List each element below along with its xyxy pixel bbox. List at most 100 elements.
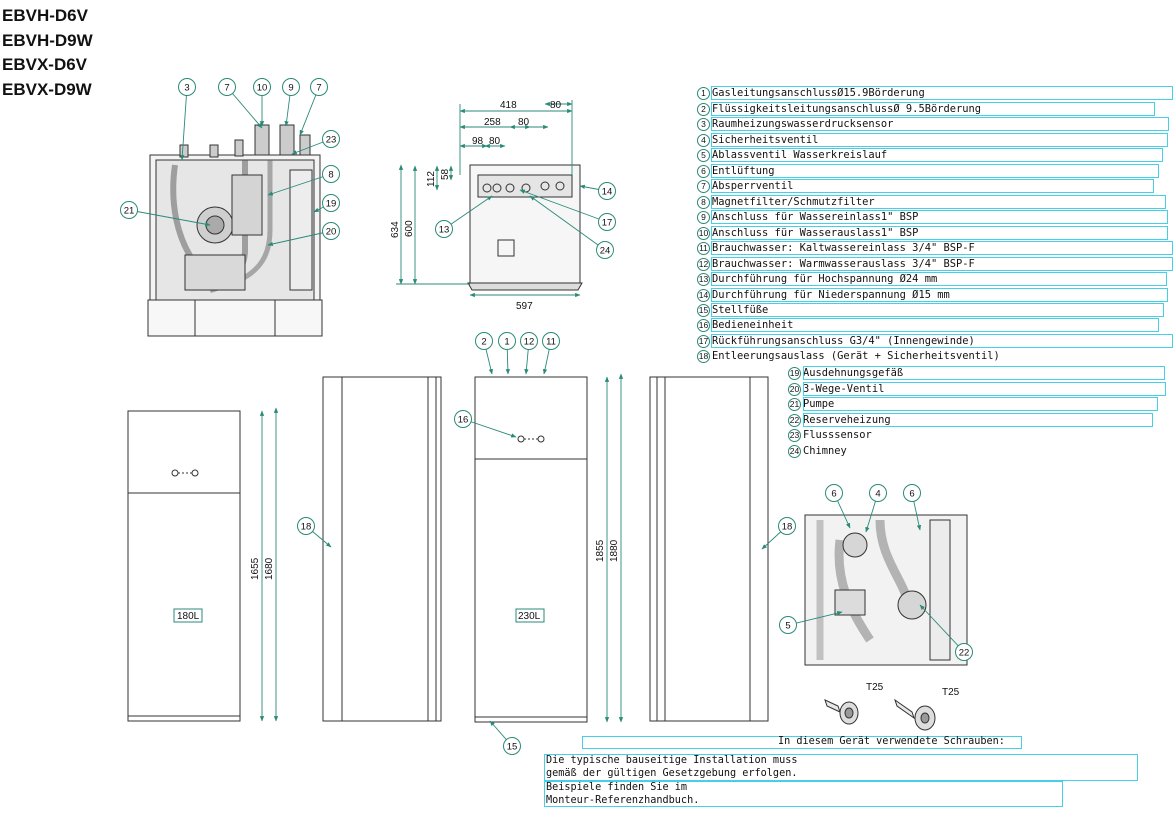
screw-label: T25 <box>866 682 884 693</box>
legend-text: Ausdehnungsgefäß <box>803 367 904 379</box>
callout-circle <box>903 484 921 502</box>
callout-circle <box>218 78 236 96</box>
reference-note: Beispiele finden Sie im Monteur-Referenz… <box>546 782 699 807</box>
callout-leader <box>267 230 332 247</box>
legend-number: 4 <box>697 133 710 147</box>
legend-text: Rückführungsanschluss G3/4" (Innengewind… <box>712 335 975 347</box>
legend-number: 11 <box>697 241 710 255</box>
callout-leader <box>267 173 332 196</box>
legend-number: 20 <box>788 382 801 396</box>
legend-text: Reserveheizung <box>803 414 891 426</box>
dim-418: 418 <box>500 100 517 111</box>
legend-number: 22 <box>788 413 801 427</box>
detail-view <box>804 514 968 666</box>
legend-number: 21 <box>788 397 801 411</box>
top-view <box>467 164 583 291</box>
screw-label: T25 <box>942 687 960 698</box>
callout-circle <box>454 410 472 428</box>
dim-80c: 80 <box>489 136 501 147</box>
callout-circle <box>297 517 315 535</box>
callout-leader <box>529 195 606 251</box>
callout-circle <box>322 165 340 183</box>
unit-dimension-lines <box>259 373 624 723</box>
callout-number: 7 <box>224 83 229 94</box>
legend-number: 2 <box>697 102 710 116</box>
dim-600: 600 <box>404 220 415 237</box>
legend-number: 8 <box>697 195 710 209</box>
callout-number: 6 <box>831 489 836 500</box>
callout-circle <box>869 484 887 502</box>
model-name: EBVH-D6V <box>2 6 88 25</box>
legend-text: Stellfüße <box>712 304 769 316</box>
callout-number: 11 <box>546 337 556 348</box>
legend-text: Brauchwasser: Warmwasserauslass 3/4" BSP… <box>712 258 975 270</box>
callout-number: 4 <box>875 489 880 500</box>
legend-number: 16 <box>697 318 710 332</box>
callout-leader <box>787 611 843 626</box>
dim-597: 597 <box>516 301 533 312</box>
legend-text: Durchführung für Hochspannung Ø24 mm <box>712 273 938 285</box>
legend-text: GasleitungsanschlussØ15.9Börderung <box>712 87 925 99</box>
callout-leader <box>519 189 608 223</box>
callout-circle <box>178 78 196 96</box>
note-line: gemäß der gültigen Gesetzgebung erfolgen… <box>546 767 798 779</box>
legend-text: FlüssigkeitsleitungsanschlussØ 9.5Börder… <box>712 103 981 115</box>
callout-number: 8 <box>328 170 333 181</box>
note-line: Monteur-Referenzhandbuch. <box>546 794 700 806</box>
callout-number: 9 <box>288 83 293 94</box>
legend-text: Anschluss für Wassereinlass1" BSP <box>712 211 919 223</box>
tank-label-large: 230L <box>518 611 541 622</box>
callout-number: 6 <box>909 489 914 500</box>
dim-1880: 1880 <box>609 539 620 562</box>
callout-number: 18 <box>782 522 793 533</box>
callout-number: 5 <box>785 621 790 632</box>
legend-number: 18 <box>697 349 710 363</box>
note-line: Beispiele finden Sie im <box>546 782 688 793</box>
legend-number: 15 <box>697 303 710 317</box>
legend-text: Pumpe <box>803 398 835 410</box>
callout-number: 3 <box>184 83 189 94</box>
legend-number: 1 <box>697 86 710 100</box>
callout-leader <box>128 209 211 227</box>
callout-number: 23 <box>326 135 337 146</box>
tank-label-box <box>173 608 203 623</box>
callout-circle <box>322 194 340 212</box>
legend-number: 19 <box>788 366 801 380</box>
legend-number: 13 <box>697 272 710 286</box>
dim-98: 98 <box>472 136 484 147</box>
callout-number: 17 <box>602 218 613 229</box>
legend-number: 23 <box>788 428 801 442</box>
callout-number: 16 <box>458 415 469 426</box>
callout-circle <box>598 182 616 200</box>
callout-number: 22 <box>959 648 970 659</box>
dim-258: 258 <box>484 117 501 128</box>
callout-number: 13 <box>439 225 450 236</box>
top-view-dimension-lines <box>396 100 581 298</box>
callout-circle <box>779 616 797 634</box>
callout-number: 19 <box>326 199 337 210</box>
callout-circle <box>322 130 340 148</box>
screw-icons <box>824 698 936 731</box>
callout-leader <box>443 195 493 230</box>
screws-caption: In diesem Gerät verwendete Schrauben: <box>778 736 1005 747</box>
note-box <box>544 754 1138 781</box>
legend-text: Magnetfilter/Schmutzfilter <box>712 196 875 208</box>
callout-circle <box>542 332 560 350</box>
legend-number: 9 <box>697 210 710 224</box>
screws-caption-box <box>582 736 1022 749</box>
callout-circle <box>825 484 843 502</box>
